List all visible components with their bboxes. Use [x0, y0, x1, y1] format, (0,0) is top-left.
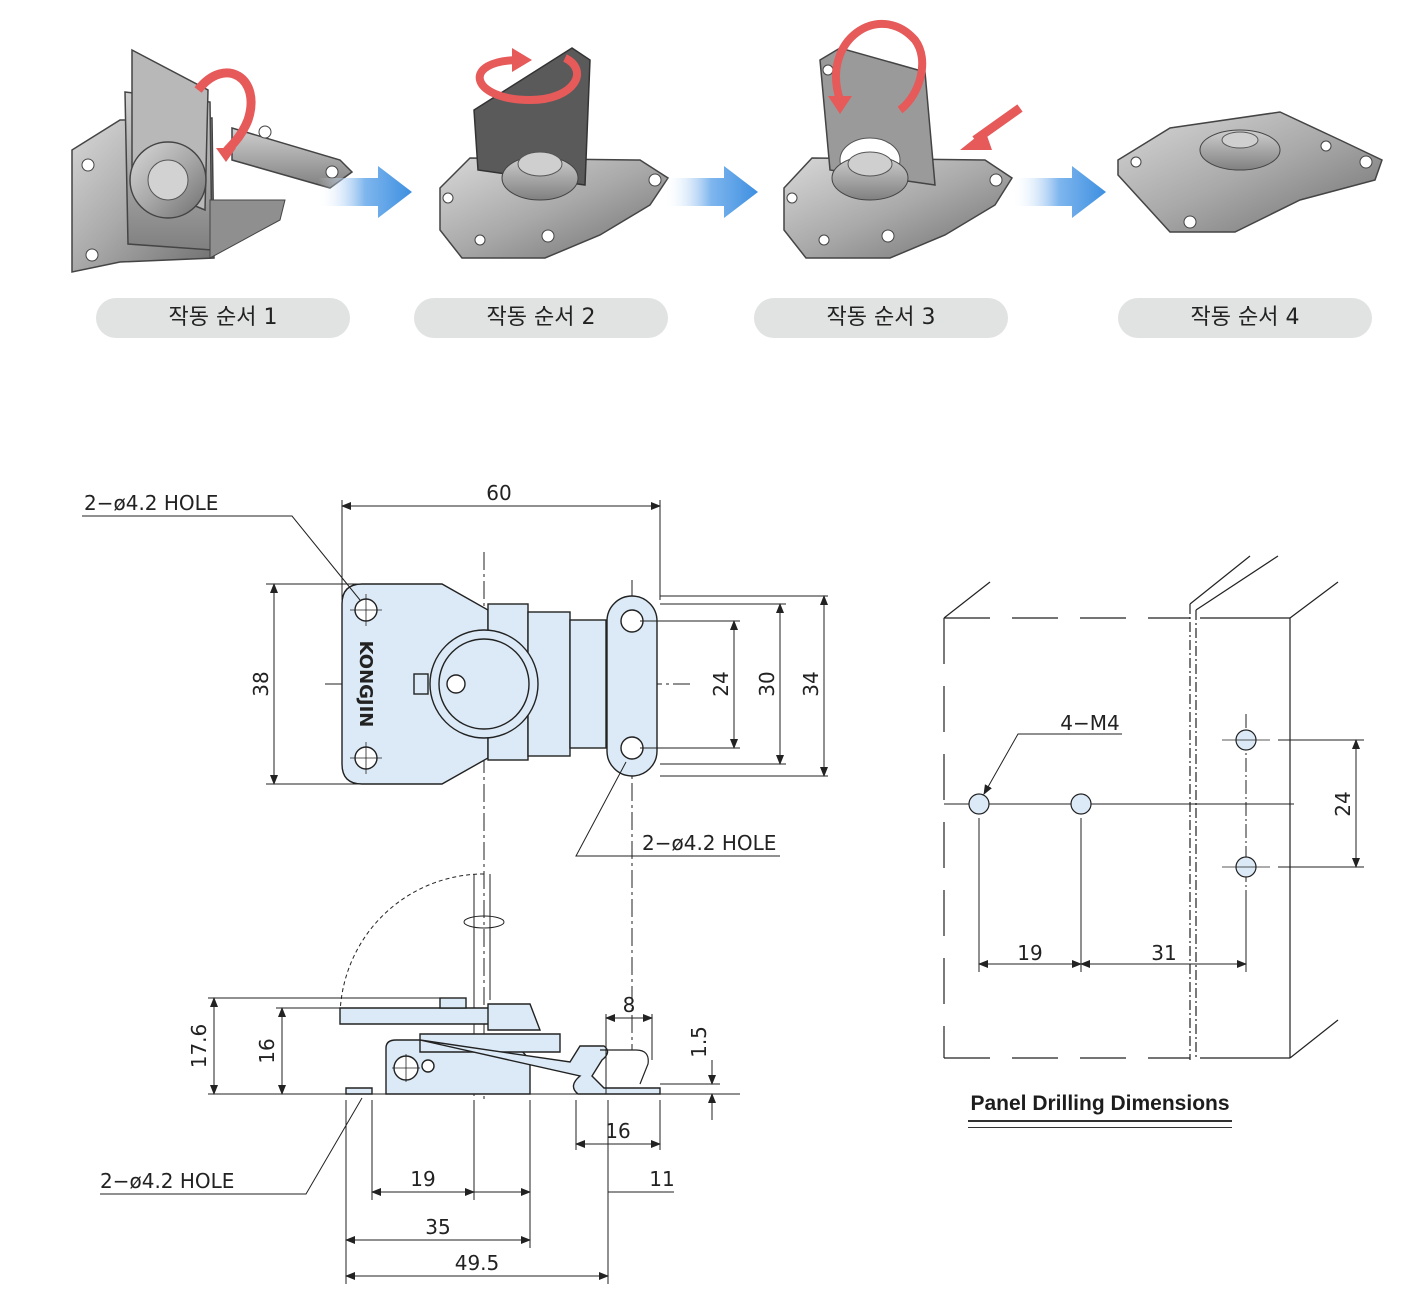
dim-34: 34: [799, 671, 823, 696]
step-2-illustration: [439, 47, 670, 259]
side-view-dimensions: [100, 997, 720, 1284]
latch-side-view: [339, 873, 740, 1096]
panel-drilling-caption: Panel Drilling Dimensions: [970, 1092, 1230, 1115]
dim-16-vertical: 16: [255, 1038, 279, 1063]
dim-11: 11: [649, 1167, 674, 1191]
dim-19-side: 19: [410, 1167, 435, 1191]
dim-35: 35: [425, 1215, 450, 1239]
hole-note-side: 2−ø4.2 HOLE: [100, 1169, 234, 1193]
dim-24-panel: 24: [1331, 791, 1355, 816]
dim-38: 38: [249, 671, 273, 696]
dim-31-panel: 31: [1151, 941, 1176, 965]
step-1-label: 작동 순서 1: [96, 298, 350, 338]
dim-24-top: 24: [709, 671, 733, 696]
panel-drilling-diagram: [943, 555, 1364, 1060]
operation-illustrations: [71, 19, 1383, 273]
dim-17-6: 17.6: [187, 1024, 211, 1069]
dim-49-5: 49.5: [455, 1251, 500, 1275]
dim-16-horizontal: 16: [605, 1119, 630, 1143]
dim-8: 8: [623, 993, 636, 1017]
caption-underline: [968, 1120, 1232, 1128]
latch-top-view: [325, 552, 690, 1100]
brand-mark: KONGJIN: [355, 641, 376, 728]
step-3-label: 작동 순서 3: [754, 298, 1008, 338]
step-arrow-3: [1012, 166, 1106, 218]
step-arrow-2: [664, 166, 758, 218]
step-3-illustration: [783, 19, 1023, 259]
hole-note-top-right: 2−ø4.2 HOLE: [642, 831, 776, 855]
hole-note-top-left: 2−ø4.2 HOLE: [84, 491, 218, 515]
top-view-dimensions: [82, 500, 828, 857]
step-4-illustration: [1117, 111, 1383, 233]
dim-30: 30: [755, 671, 779, 696]
step-2-label: 작동 순서 2: [414, 298, 668, 338]
m4-note: 4−M4: [1060, 711, 1119, 735]
dim-60: 60: [486, 481, 511, 505]
step-arrow-1: [318, 166, 412, 218]
operation-sequence: 작동 순서 1 작동 순서 2 작동 순서 3 작동 순서 4: [0, 0, 1428, 350]
dim-19-panel: 19: [1017, 941, 1042, 965]
step-1-illustration: [71, 48, 354, 273]
step-4-label: 작동 순서 4: [1118, 298, 1372, 338]
dim-1-5: 1.5: [687, 1026, 711, 1058]
